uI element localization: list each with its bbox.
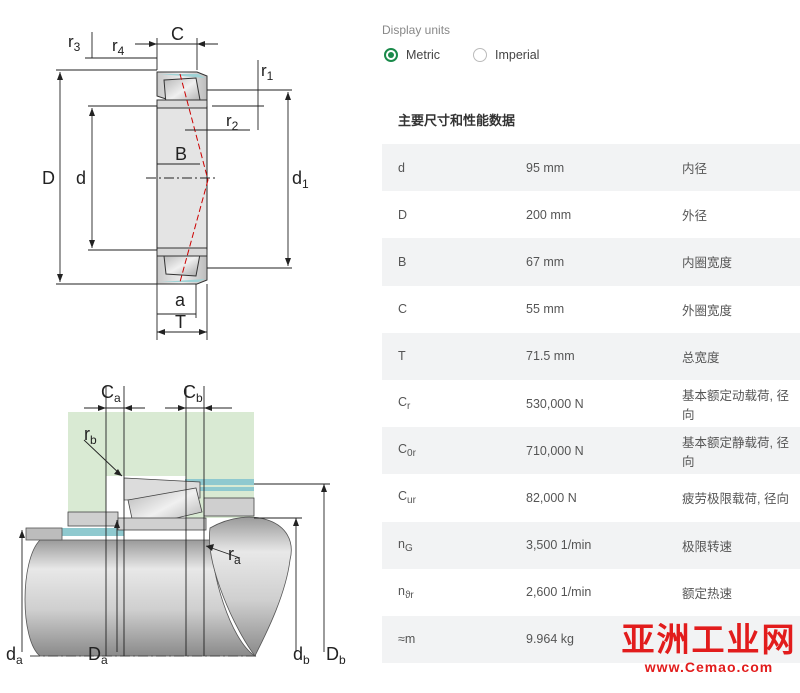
spec-value: 3,500 1/min <box>526 538 592 553</box>
table-row: B 67 mm 内圈宽度 <box>382 238 800 286</box>
label-a: a <box>175 290 186 310</box>
spec-description: 疲劳极限载荷, 径向 <box>682 492 789 507</box>
display-units-label: Display units <box>382 23 451 37</box>
label-T: T <box>175 312 186 332</box>
label-r2: r2 <box>226 111 239 133</box>
radio-unchecked-icon <box>473 48 487 62</box>
radio-imperial[interactable]: Imperial <box>473 48 539 62</box>
radio-metric-label: Metric <box>406 48 441 62</box>
spec-description: 基本额定动载荷, 径向 <box>682 388 789 422</box>
radio-imperial-label: Imperial <box>495 48 540 62</box>
label-Da: Da <box>88 644 108 667</box>
label-db: db <box>293 644 310 667</box>
spec-description: 极限转速 <box>682 539 733 554</box>
label-da: da <box>6 644 23 667</box>
spec-value: 71.5 mm <box>526 349 575 364</box>
dimension-arrows-top <box>57 41 291 335</box>
table-row: ≈m 9.964 kg <box>382 615 800 664</box>
bearing-dimension-diagram: r3 r4 C r1 r2 D d B d1 a T <box>0 0 370 688</box>
spec-value: 2,600 1/min <box>526 585 592 600</box>
table-row: nG 3,500 1/min 极限转速 <box>382 521 800 569</box>
dimension-lines-top <box>56 32 292 340</box>
spec-description: 外圈宽度 <box>682 303 733 318</box>
label-B: B <box>175 144 187 164</box>
spec-symbol: nϑr <box>398 583 414 601</box>
dimension-lines-bottom <box>21 386 330 656</box>
spec-table: d 95 mm 内径 D 200 mm 外径 B 67 mm 内圈宽度 C 55 mm 外圈宽度 T 71… <box>382 144 800 664</box>
table-row: C0r 710,000 N 基本额定静载荷, 径向 <box>382 427 800 475</box>
spec-description: 内圈宽度 <box>682 256 733 271</box>
label-r4: r4 <box>112 36 125 58</box>
table-row: D 200 mm 外径 <box>382 191 800 238</box>
table-row: Cr 530,000 N 基本额定动载荷, 径向 <box>382 380 800 427</box>
spec-description: 总宽度 <box>682 350 720 365</box>
label-r3: r3 <box>68 32 81 54</box>
table-row: Cur 82,000 N 疲劳极限载荷, 径向 <box>382 474 800 521</box>
spec-symbol: D <box>398 207 408 222</box>
label-Ca: Ca <box>101 382 121 405</box>
spec-value: 710,000 N <box>526 443 584 458</box>
specs-panel: Display units Metric Imperial 主要尺寸和性能数据 … <box>382 0 800 688</box>
spec-symbol: Cur <box>398 489 416 507</box>
radio-metric[interactable]: Metric <box>384 48 440 62</box>
table-row: C 55 mm 外圈宽度 <box>382 286 800 333</box>
spec-description: 额定热速 <box>682 586 733 601</box>
radio-checked-icon <box>384 48 398 62</box>
table-row: nϑr 2,600 1/min 额定热速 <box>382 569 800 616</box>
spec-symbol: T <box>398 349 406 364</box>
spec-symbol: Cr <box>398 395 411 413</box>
label-ra: ra <box>228 544 241 567</box>
spec-symbol: d <box>398 160 405 175</box>
bearing-section-drawing <box>146 71 218 285</box>
dimension-arrows-bottom <box>19 405 327 551</box>
label-Db: Db <box>326 644 346 667</box>
spec-value: 55 mm <box>526 302 565 317</box>
spec-value: 200 mm <box>526 207 572 222</box>
spec-description: 内径 <box>682 162 708 177</box>
label-d1: d1 <box>292 168 309 191</box>
spec-symbol: C <box>398 302 408 317</box>
mounting-drawing <box>24 412 292 657</box>
spec-value: 95 mm <box>526 160 565 175</box>
spec-description: 基本额定静载荷, 径向 <box>682 435 789 469</box>
spec-symbol: nG <box>398 536 413 554</box>
spec-symbol: B <box>398 254 407 269</box>
spec-value: 82,000 N <box>526 490 577 505</box>
spec-value: 9.964 kg <box>526 632 574 647</box>
spec-description: 外径 <box>682 209 708 224</box>
label-rb: rb <box>84 424 97 447</box>
spec-value: 67 mm <box>526 254 565 269</box>
spec-value: 530,000 N <box>526 396 584 411</box>
label-C: C <box>171 24 184 44</box>
label-r1: r1 <box>261 61 274 83</box>
label-d: d <box>76 168 86 188</box>
section-title: 主要尺寸和性能数据 <box>398 113 516 128</box>
spec-symbol: C0r <box>398 442 416 460</box>
watermark-logo: 亚洲工业网 www.Cemao.com <box>621 620 797 676</box>
label-D: D <box>42 168 55 188</box>
label-Cb: Cb <box>183 382 203 405</box>
table-row: T 71.5 mm 总宽度 <box>382 332 800 380</box>
table-row: d 95 mm 内径 <box>382 144 800 192</box>
spec-symbol: ≈m <box>398 632 416 647</box>
